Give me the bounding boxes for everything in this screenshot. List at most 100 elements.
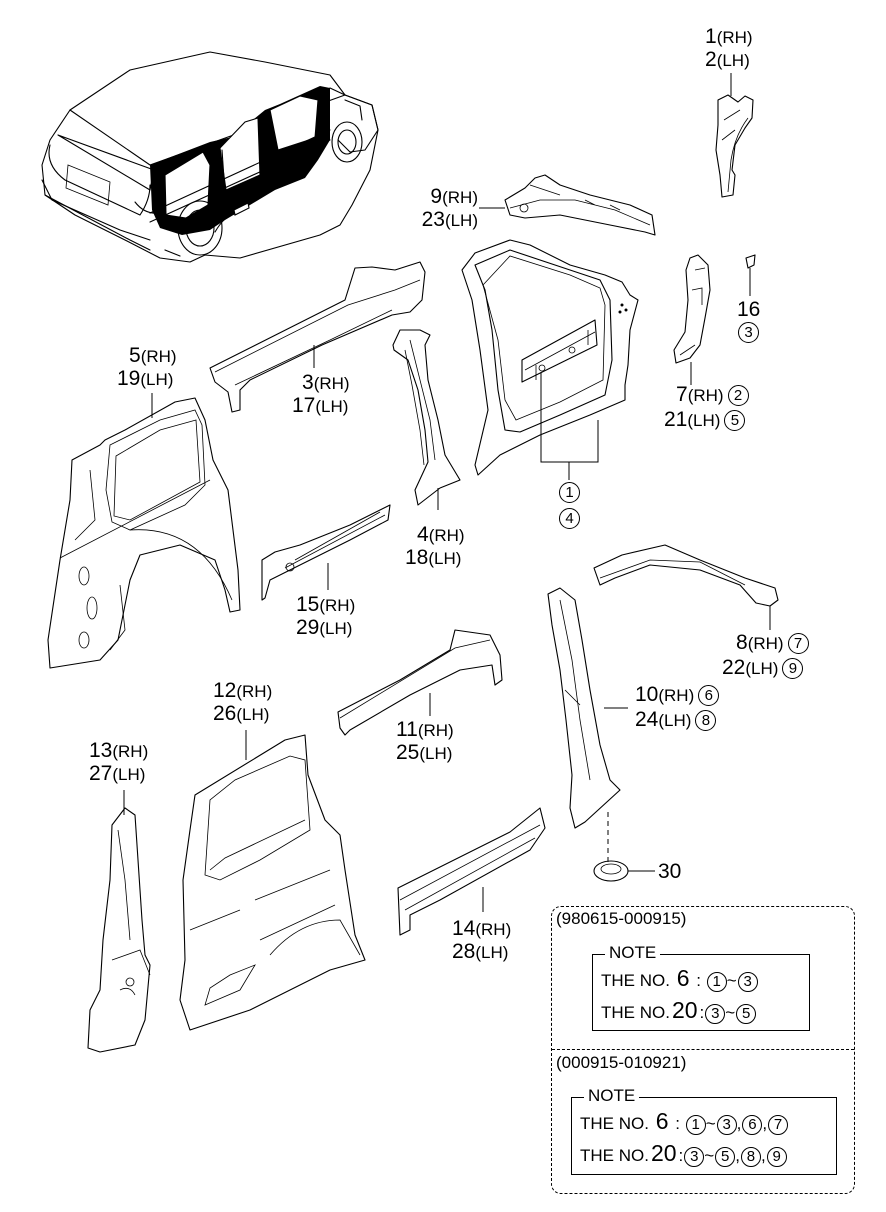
ref-circle: 7 [787, 633, 809, 655]
part-number: 16 [737, 298, 761, 321]
note-comma: , [735, 1146, 740, 1165]
lh-tag: (LH) [419, 744, 453, 763]
label-part-5-19: 5(RH) 19(LH) [117, 344, 177, 391]
label-part-7-21: 7(RH)2 21(LH)5 [664, 384, 749, 432]
rh-tag: (RH) [319, 596, 356, 615]
note-comma: , [762, 1114, 768, 1133]
note-line: THE NO.20:3~5 [601, 997, 757, 1024]
part-12-26-drawing [179, 730, 366, 1031]
part-number-rh: 14 [452, 917, 476, 940]
part-number-lh: 24 [635, 708, 659, 731]
ref-circle: 7 [768, 1114, 789, 1135]
part-number-lh: 21 [664, 408, 688, 431]
lh-tag: (LH) [745, 659, 779, 678]
part-number-lh: 18 [405, 546, 429, 569]
ref-circle: 2 [727, 385, 749, 407]
lh-tag: (LH) [716, 51, 750, 70]
part-number-rh: 7 [676, 383, 688, 406]
label-part-10-24: 10(RH)6 24(LH)8 [635, 683, 720, 732]
rh-tag: (RH) [747, 634, 784, 653]
ref-circle: 3 [716, 1114, 737, 1135]
ref-circle: 8 [740, 1146, 761, 1167]
rh-tag: (RH) [716, 28, 753, 47]
label-part-16: 16 3 [737, 298, 761, 344]
part-number-lh: 25 [396, 741, 420, 764]
rh-tag: (RH) [112, 742, 149, 761]
part-10-24-drawing [547, 587, 628, 862]
note-separator: : [696, 971, 701, 990]
part-number-rh: 5 [129, 344, 141, 367]
part-16-drawing [745, 254, 756, 296]
ref-circle: 9 [766, 1146, 787, 1167]
part-3-17-drawing [209, 261, 426, 413]
part-number-rh: 12 [213, 679, 237, 702]
note-separator: : [675, 1114, 680, 1133]
note-number: 6 [655, 1108, 669, 1134]
label-part-30: 30 [658, 861, 681, 883]
rh-tag: (RH) [236, 682, 273, 701]
rh-tag: (RH) [475, 920, 512, 939]
note-prefix: THE NO. [580, 1114, 649, 1133]
note-title: NOTE [605, 943, 661, 963]
rh-tag: (RH) [313, 374, 350, 393]
note-line: THE NO. 6 : 1~3 [601, 965, 758, 992]
part-number-lh: 29 [296, 616, 320, 639]
ref-circle: 4 [559, 508, 580, 530]
ref-circle: 3 [684, 1146, 705, 1167]
note-tilde: ~ [726, 971, 737, 990]
rh-tag: (RH) [442, 188, 478, 207]
part-number-lh: 23 [421, 208, 445, 231]
label-part-11-25: 11(RH) 25(LH) [396, 719, 454, 765]
part-number-rh: 3 [302, 371, 314, 394]
note-comma: , [736, 1114, 742, 1133]
ref-circle: 6 [698, 685, 720, 707]
part-number-rh: 11 [396, 718, 418, 741]
period-range-2: (000915-010921) [556, 1053, 687, 1072]
label-part-8-22: 8(RH)7 22(LH)9 [722, 632, 809, 680]
part-8-22-drawing [593, 544, 779, 630]
part-number-lh: 26 [213, 702, 237, 725]
label-part-1-2: 1(RH) 2(LH) [705, 26, 753, 72]
part-number-rh: 1 [705, 25, 717, 48]
note-prefix: THE NO. [601, 1003, 670, 1022]
label-part-15-29: 15(RH) 29(LH) [296, 594, 355, 640]
part-number-lh: 28 [452, 940, 476, 963]
ref-circle: 6 [742, 1114, 763, 1135]
part-30-drawing [593, 860, 655, 882]
ref-circle: 8 [695, 710, 717, 732]
part-number: 30 [658, 860, 682, 883]
label-part-3-17: 3(RH) 17(LH) [292, 372, 350, 418]
part-11-25-drawing [337, 629, 503, 736]
minivan-overview-image [41, 51, 379, 263]
part-number-rh: 9 [430, 185, 443, 208]
part-number-rh: 10 [635, 683, 659, 706]
ref-circle: 3 [737, 971, 758, 992]
note-separator: : [678, 1146, 684, 1165]
ref-circle: 3 [738, 322, 759, 344]
note-prefix: THE NO. [580, 1146, 649, 1165]
part-number-rh: 4 [417, 523, 429, 546]
part-15-29-drawing [261, 504, 391, 601]
part-number-lh: 2 [705, 48, 717, 71]
period-range-1: (980615-000915) [556, 909, 687, 928]
lh-tag: (LH) [112, 765, 146, 784]
lh-tag: (LH) [428, 549, 462, 568]
part-number-lh: 17 [292, 394, 316, 417]
ref-circle: 9 [782, 658, 804, 680]
note-tilde: ~ [704, 1146, 715, 1165]
part-1-2-drawing [715, 73, 754, 198]
note-line: THE NO.20:3~5,8,9 [580, 1140, 787, 1167]
ref-circle: 1 [706, 971, 727, 992]
part-number-lh: 19 [117, 367, 141, 390]
label-main-side-outer: 1 4 [555, 481, 580, 530]
label-part-9-23: 9(RH) 23(LH) [418, 186, 478, 232]
part-number-rh: 13 [89, 739, 113, 762]
part-13-27-drawing [87, 790, 151, 1053]
label-part-13-27: 13(RH) 27(LH) [89, 740, 148, 786]
label-part-4-18: 4(RH) 18(LH) [405, 524, 465, 570]
note-comma: , [760, 1146, 766, 1165]
lh-tag: (LH) [475, 943, 509, 962]
notes-panel: (980615-000915) NOTE THE NO. 6 : 1~3 THE… [551, 906, 855, 1194]
main-side-outer-drawing [461, 239, 639, 480]
